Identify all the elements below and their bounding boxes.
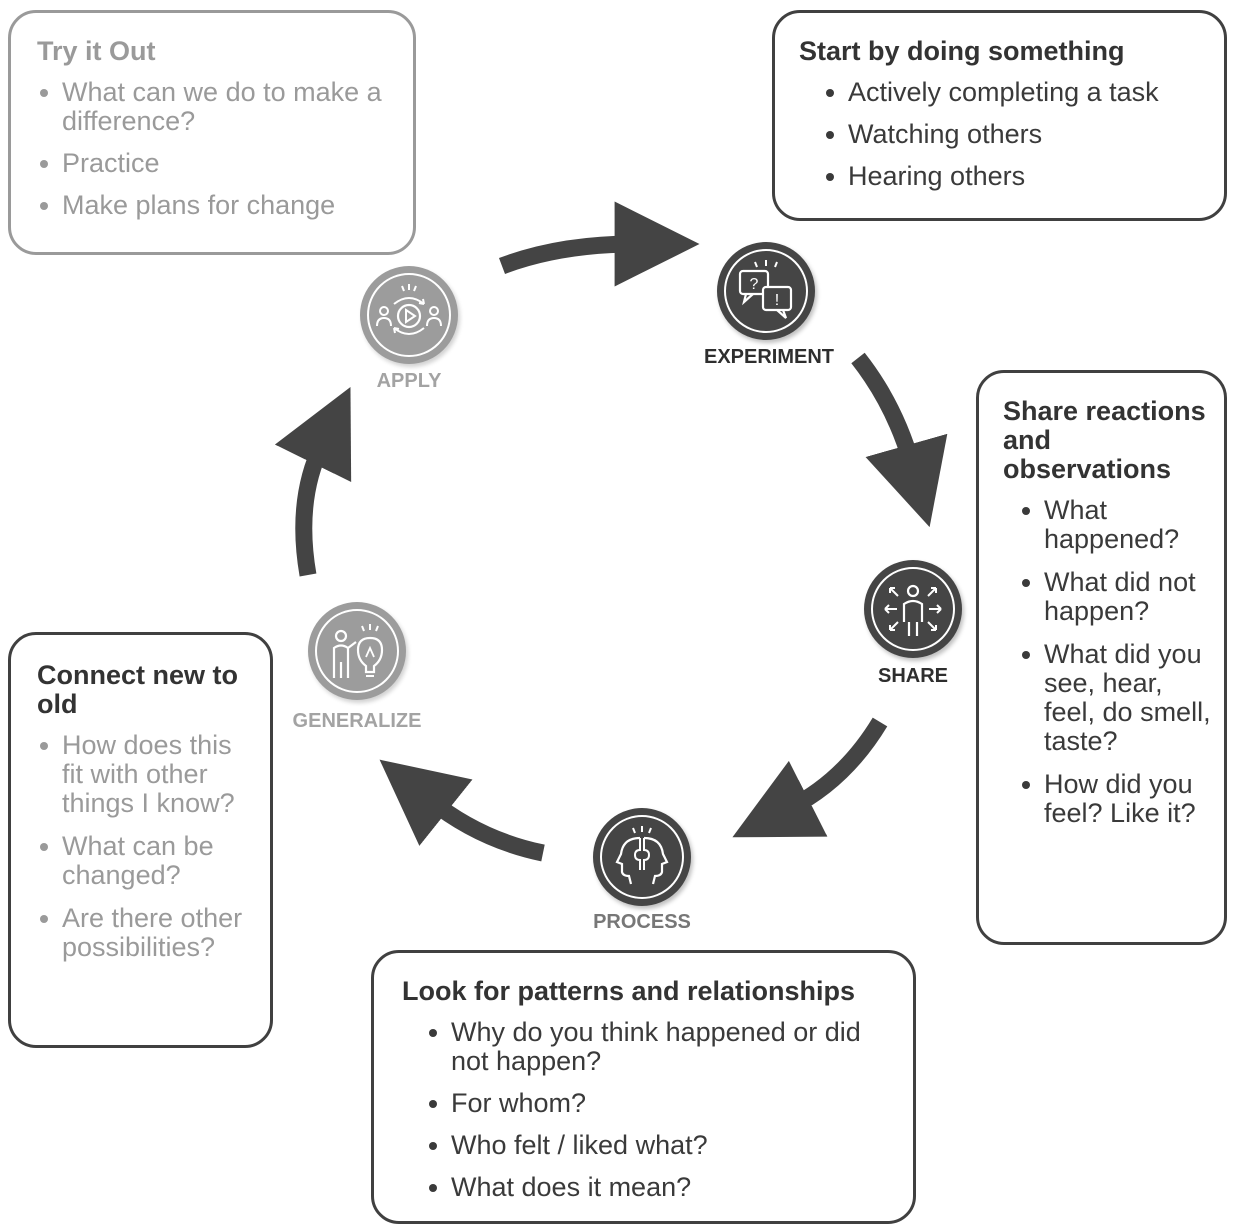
speech-bubbles-icon: ? ! [724,249,808,333]
share-reactions-list: What happened? What did not happen? What… [1003,496,1214,828]
list-item: What can we do to make a difference? [37,78,393,136]
process-node [593,808,691,906]
list-item: What can be changed? [37,832,260,890]
list-item: For whom? [426,1089,903,1118]
person-arrows-icon [871,567,955,651]
try-it-out-title: Try it Out [37,36,156,66]
share-label: SHARE [877,665,948,687]
svg-text:!: ! [775,292,779,309]
list-item: What did you see, hear, feel, do smell, … [1019,640,1214,756]
experiment-label: EXPERIMENT [703,346,835,368]
start-by-doing-box: Start by doing something Actively comple… [772,10,1227,221]
experiment-node: ? ! [717,242,815,340]
generalize-node [308,602,406,700]
share-reactions-box: Share reactions and observations What ha… [976,370,1227,945]
list-item: What did not happen? [1019,568,1214,626]
apply-node [360,266,458,364]
process-label: PROCESS [593,911,691,933]
list-item: How did you feel? Like it? [1019,770,1214,828]
list-item: What happened? [1019,496,1214,554]
person-lightbulb-icon [315,609,399,693]
list-item: Who felt / liked what? [426,1131,903,1160]
list-item: Are there other possibilities? [37,904,260,962]
list-item: How does this fit with other things I kn… [37,731,260,818]
arrow-experiment-to-share [851,352,948,528]
patterns-list: Why do you think happened or did not hap… [402,1018,903,1202]
list-item: What does it mean? [426,1173,903,1202]
generalize-label: GENERALIZE [292,710,422,732]
people-cycle-play-icon [367,273,451,357]
list-item: Watching others [823,120,1214,149]
arrow-share-to-process [732,717,888,838]
connect-list: How does this fit with other things I kn… [37,731,260,962]
patterns-box: Look for patterns and relationships Why … [371,950,916,1224]
arrow-apply-to-experiment [498,201,700,287]
list-item: Actively completing a task [823,78,1214,107]
list-item: Hearing others [823,162,1214,191]
puzzle-heads-icon [600,815,684,899]
arrow-generalize-to-apply [274,387,352,577]
share-reactions-title: Share reactions and observations [1003,396,1206,484]
start-by-doing-list: Actively completing a task Watching othe… [799,78,1214,191]
share-node [864,560,962,658]
patterns-title: Look for patterns and relationships [402,976,856,1006]
try-it-out-box: Try it Out What can we do to make a diff… [8,10,416,255]
apply-label: APPLY [376,370,442,392]
start-by-doing-title: Start by doing something [799,36,1125,66]
try-it-out-list: What can we do to make a difference? Pra… [37,78,393,220]
arrow-process-to-generalize [379,759,545,862]
connect-new-to-old-box: Connect new to old How does this fit wit… [8,632,273,1048]
connect-title: Connect new to old [37,660,238,719]
svg-text:?: ? [750,276,759,293]
list-item: Make plans for change [37,191,393,220]
list-item: Why do you think happened or did not hap… [426,1018,903,1076]
list-item: Practice [37,149,393,178]
